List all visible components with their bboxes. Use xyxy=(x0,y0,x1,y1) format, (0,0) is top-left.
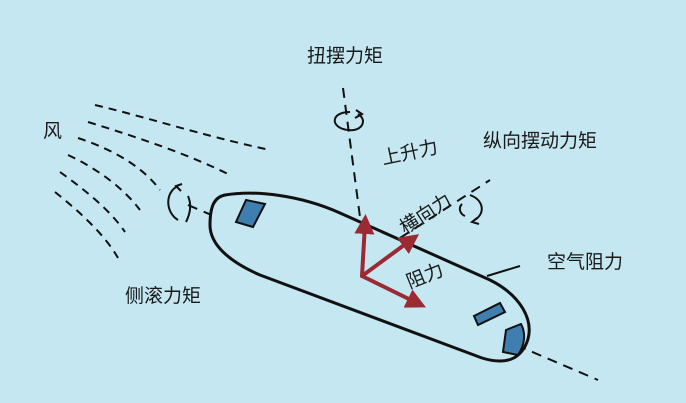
label-yaw-moment: 扭摆力矩 xyxy=(307,45,384,67)
label-pitch-moment: 纵向摆动力矩 xyxy=(483,130,598,152)
lateral-axis xyxy=(399,179,491,239)
wind-line-1 xyxy=(94,104,271,151)
label-air-resistance: 空气阻力 xyxy=(547,251,624,273)
wind-line-5 xyxy=(59,171,126,233)
force-arrows xyxy=(354,214,426,308)
yaw-rotation-icon xyxy=(333,109,364,132)
lift-arrow xyxy=(354,214,375,278)
train-body xyxy=(208,191,531,363)
wind-line-4 xyxy=(67,154,141,211)
pitch-rotation-icon xyxy=(458,194,483,225)
side-force-arrow xyxy=(360,234,420,278)
drag-arrow xyxy=(360,274,426,308)
front-window xyxy=(501,322,526,357)
wind-line-2 xyxy=(87,121,231,176)
wind-line-3 xyxy=(77,137,161,191)
label-wind: 风 xyxy=(43,120,63,142)
side-window xyxy=(472,301,507,327)
air-resistance-leader xyxy=(486,265,521,277)
label-roll-moment: 侧滚力矩 xyxy=(125,285,202,307)
wind-lines xyxy=(54,104,271,259)
wind-line-6 xyxy=(54,191,119,259)
rear-window xyxy=(234,198,267,229)
roll-rotation-icon xyxy=(167,183,192,223)
